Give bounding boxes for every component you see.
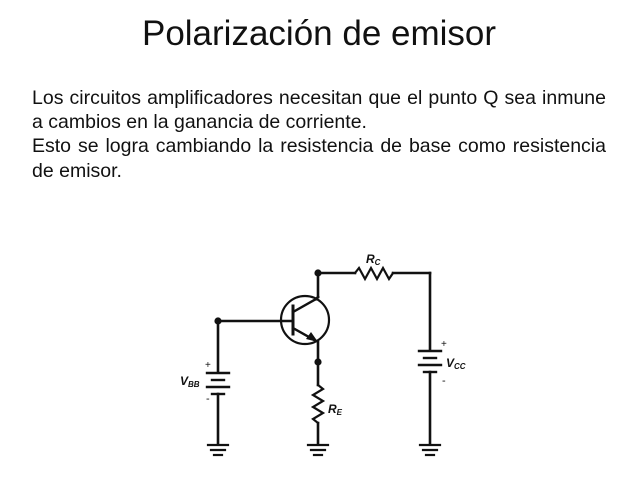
paragraph-1: Los circuitos amplificadores necesitan q… [32,87,606,134]
emitter-resistor-symbol [310,383,326,425]
rc-label: RC [366,252,381,267]
emitter-node-dot [314,358,322,366]
npn-transistor-symbol [279,294,331,346]
vcc-plus-sign: + [441,339,447,350]
vcc-minus-sign: - [442,375,446,387]
slide-title: Polarización de emisor [141,14,497,53]
base-node-dot [214,317,222,325]
emitter-arrow-icon [306,332,318,342]
vcc-label: VCC [446,356,466,371]
paragraph-2: Esto se logra cambiando la resistencia d… [32,135,606,182]
vbb-label: VBB [180,374,200,389]
vbb-minus-sign: - [206,393,210,405]
slide-body: Los circuitos amplificadores necesitan q… [32,86,606,183]
vbb-plus-sign: + [205,360,211,371]
re-label: RE [328,402,343,417]
collector-resistor-symbol [353,265,395,282]
vbb-battery-symbol [205,371,231,396]
base-wire [216,319,294,374]
ground-icon-vbb [206,443,230,457]
ground-icon-re [306,443,330,457]
collector-node-dot [314,269,322,277]
ground-icon-vcc [418,443,442,457]
vcc-battery-symbol [417,349,443,374]
